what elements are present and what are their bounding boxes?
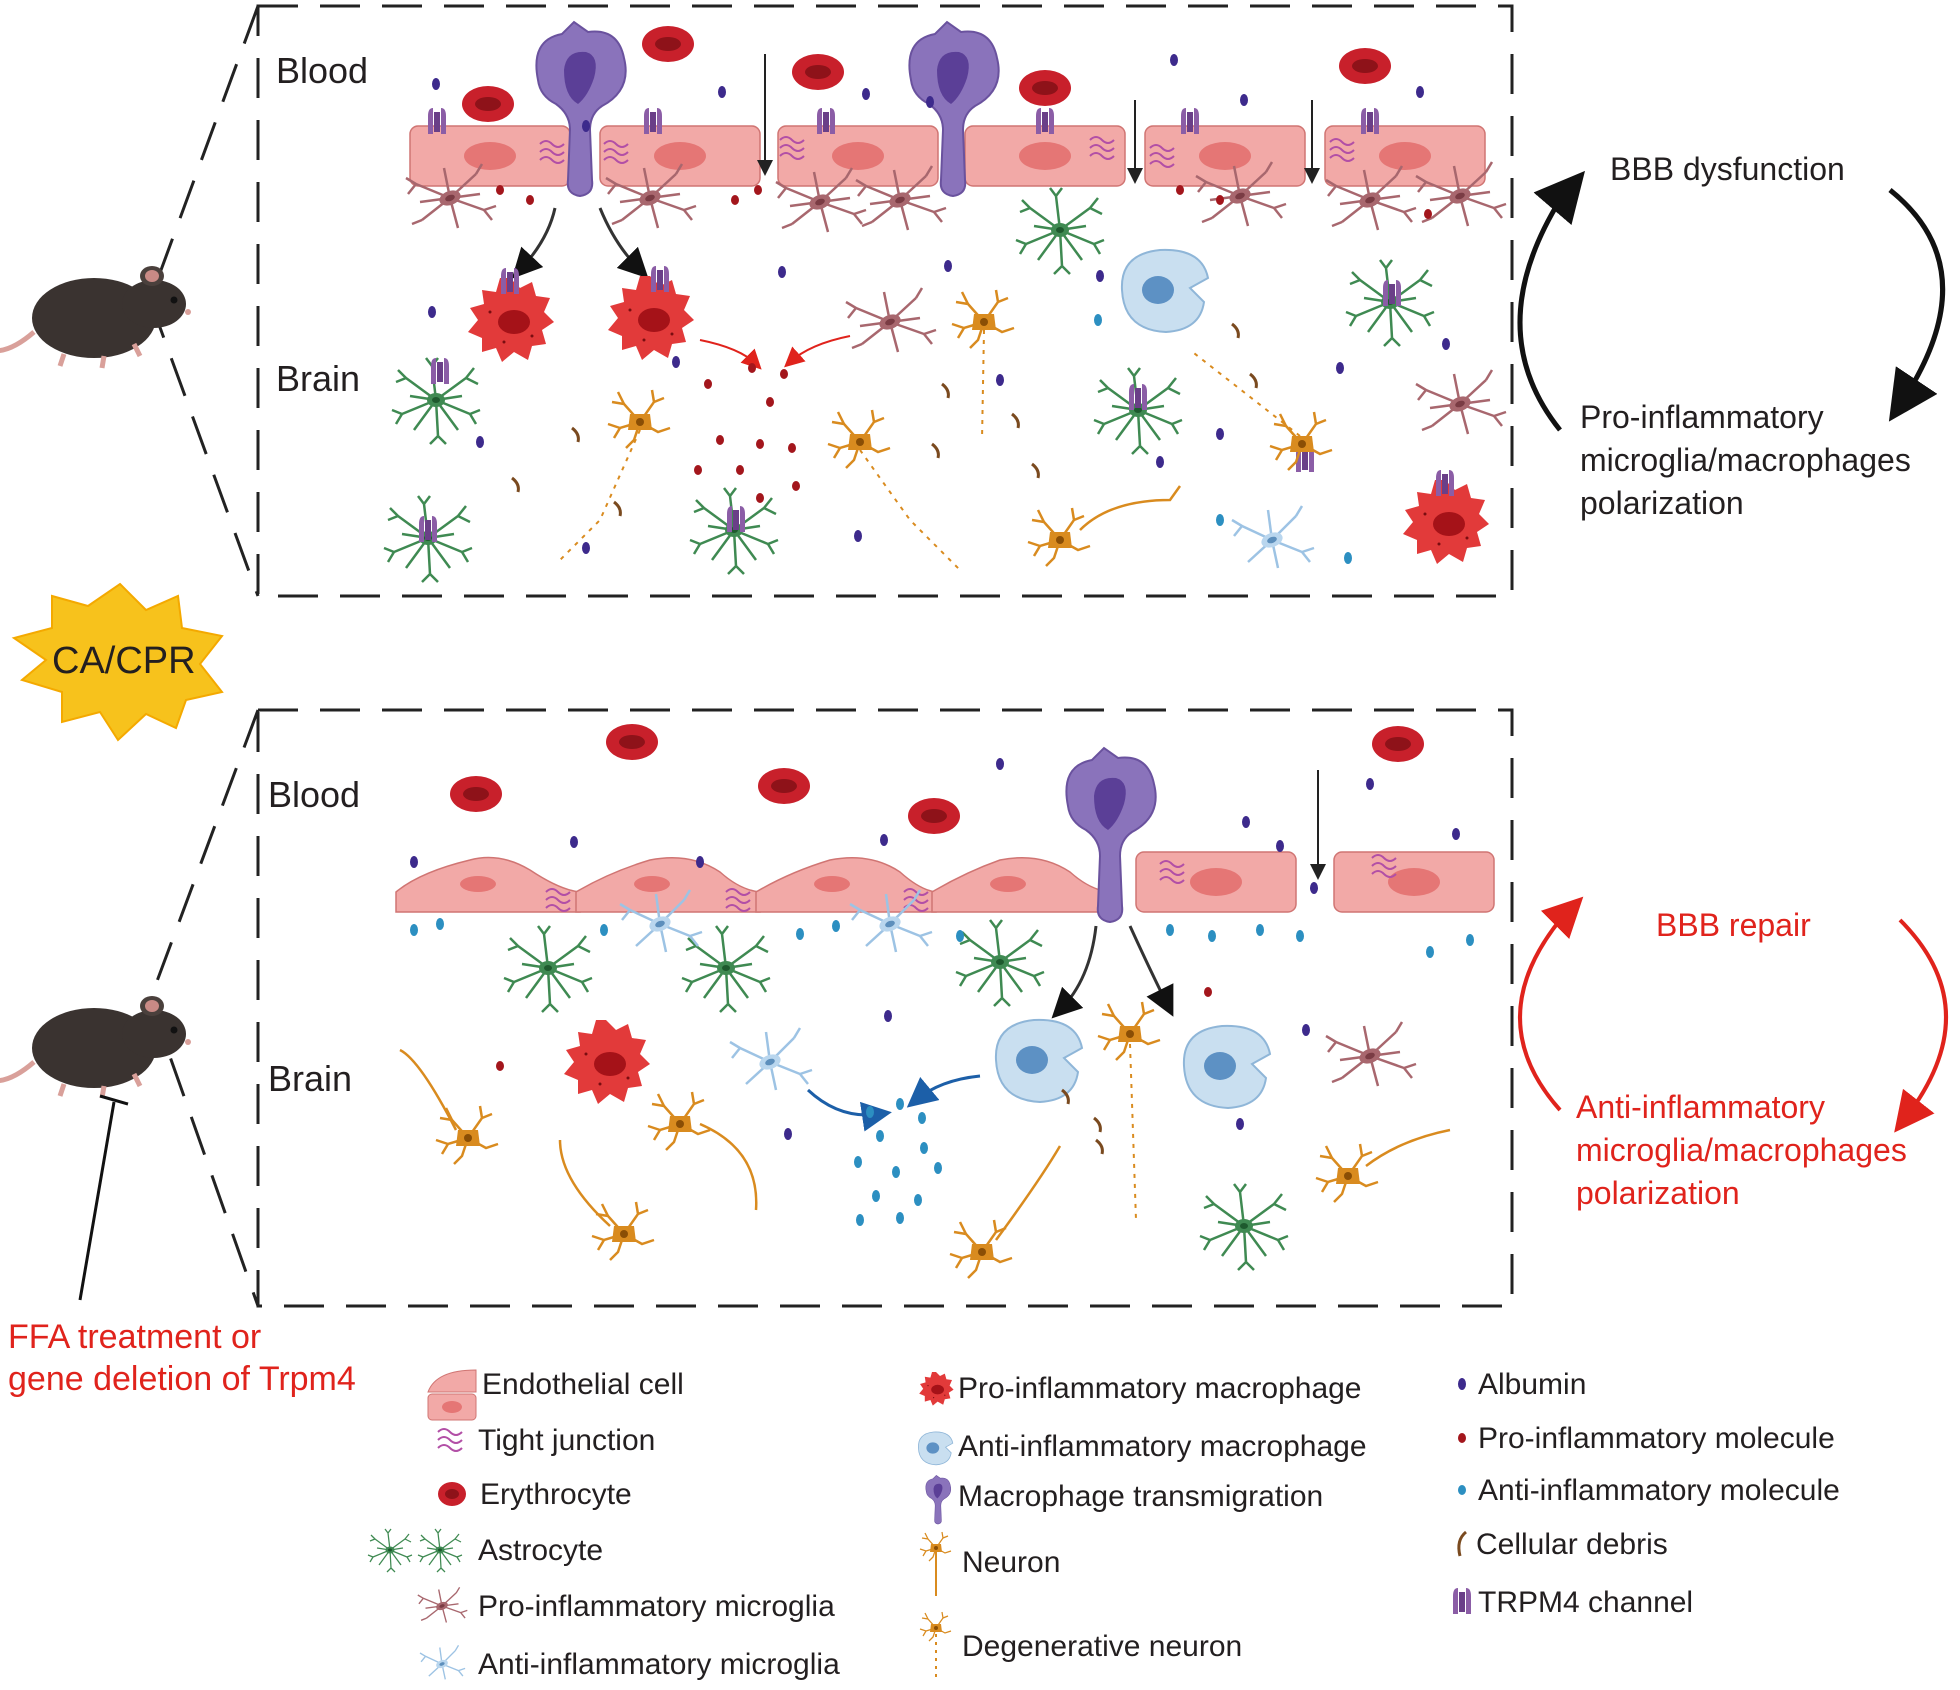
bottom-endothelial-layer xyxy=(395,851,1495,913)
endothelial-cell-icon xyxy=(427,1369,477,1421)
top-zoom-line-lower xyxy=(148,299,260,597)
bottom-cycle-line1: Anti-inflammatory xyxy=(1576,1089,1825,1125)
top-cycle-arrows xyxy=(1517,170,1946,432)
legend-anti-inflammatory-molecule: Anti-inflammatory molecule xyxy=(1478,1474,1840,1507)
intervention-label-line1: FFA treatment or xyxy=(8,1318,262,1356)
legend-erythrocyte: Erythrocyte xyxy=(480,1478,632,1511)
albumin-icon xyxy=(1458,1378,1466,1390)
bottom-panel xyxy=(148,708,1514,1308)
bottom-zoom-line-lower xyxy=(148,999,260,1307)
bottom-anti-macrophage-2 xyxy=(1182,1024,1271,1109)
neuron-icon xyxy=(919,1531,952,1596)
legend-anti-inflammatory-macrophage: Anti-inflammatory macrophage xyxy=(958,1430,1367,1463)
top-cycle-bbb-dysfunction: BBB dysfunction xyxy=(1610,151,1845,187)
top-degenerative-neurons xyxy=(559,288,1334,571)
legend-pro-inflammatory-molecule: Pro-inflammatory molecule xyxy=(1478,1422,1835,1455)
top-zoom-line-upper xyxy=(148,5,260,301)
legend-pro-inflammatory-microglia: Pro-inflammatory microglia xyxy=(478,1590,835,1623)
top-cycle-line1: Pro-inflammatory xyxy=(1580,399,1824,435)
bottom-blood-label: Blood xyxy=(268,774,361,815)
ca-cpr-label: CA/CPR xyxy=(52,640,196,682)
legend-anti-inflammatory-microglia: Anti-inflammatory microglia xyxy=(478,1648,840,1681)
bottom-brain-label: Brain xyxy=(268,1058,353,1099)
top-anti-macrophage xyxy=(1120,248,1209,333)
intervention-label-line2: gene deletion of Trpm4 xyxy=(8,1360,356,1398)
top-blood-label: Blood xyxy=(276,50,369,91)
bottom-neurons xyxy=(399,1000,1451,1280)
erythrocyte-icon xyxy=(438,1482,466,1506)
anti-inflammatory-macrophage-icon xyxy=(917,1431,954,1466)
trpm4-channel-icon xyxy=(1453,1588,1471,1614)
inhibition-line xyxy=(78,1094,129,1301)
bottom-pro-macrophage xyxy=(564,1020,650,1104)
ca-cpr-burst xyxy=(11,582,224,742)
top-cycle-line3: polarization xyxy=(1580,485,1744,521)
anti-inflammatory-microglia-icon xyxy=(419,1644,466,1681)
cellular-debris-icon xyxy=(1457,1530,1468,1557)
top-mouse xyxy=(0,266,191,368)
anti-inflammatory-molecule-icon xyxy=(1458,1485,1466,1495)
bottom-cycle-arrows xyxy=(1518,896,1948,1133)
top-leak-arrows xyxy=(757,54,1320,184)
tight-junction-icon xyxy=(437,1428,463,1452)
top-panel-frame xyxy=(256,4,1514,598)
pro-inflammatory-microglia-icon xyxy=(417,1586,468,1624)
top-brain-label: Brain xyxy=(276,358,361,399)
legend-tight-junction: Tight junction xyxy=(478,1424,656,1457)
macrophage-transmigration-icon xyxy=(925,1475,952,1525)
top-panel xyxy=(148,4,1514,598)
legend-trpm4-channel: TRPM4 channel xyxy=(1478,1586,1694,1619)
bottom-cycle-polarization: Anti-inflammatory microglia/macrophages … xyxy=(1576,1086,1907,1215)
legend-astrocyte: Astrocyte xyxy=(478,1534,604,1567)
legend-pro-inflammatory-macrophage: Pro-inflammatory macrophage xyxy=(958,1372,1362,1405)
astrocyte-icon xyxy=(367,1528,463,1573)
pro-inflammatory-molecule-icon xyxy=(1458,1433,1466,1443)
bottom-cycle-line3: polarization xyxy=(1576,1175,1740,1211)
legend-neuron: Neuron xyxy=(962,1546,1061,1579)
bottom-cycle-bbb-repair: BBB repair xyxy=(1656,907,1811,943)
bottom-mouse xyxy=(0,996,191,1098)
legend-degenerative-neuron: Degenerative neuron xyxy=(962,1630,1243,1663)
legend-endothelial-cell: Endothelial cell xyxy=(482,1368,684,1401)
top-cycle-line2: microglia/macrophages xyxy=(1580,442,1911,478)
bottom-cycle-line2: microglia/macrophages xyxy=(1576,1132,1907,1168)
legend-macrophage-transmigration: Macrophage transmigration xyxy=(958,1480,1324,1513)
top-cycle-polarization: Pro-inflammatory microglia/macrophages p… xyxy=(1580,396,1911,525)
legend-cellular-debris: Cellular debris xyxy=(1476,1528,1668,1561)
legend-icons xyxy=(367,1369,1471,1681)
pro-inflammatory-macrophage-icon xyxy=(919,1372,954,1406)
legend-albumin: Albumin xyxy=(1478,1368,1587,1401)
bottom-zoom-line-upper xyxy=(148,709,260,1001)
bottom-erythrocytes xyxy=(450,724,1424,834)
degenerative-neuron-icon xyxy=(919,1611,952,1680)
bottom-panel-frame xyxy=(256,708,1514,1308)
bottom-anti-macrophage-1 xyxy=(994,1018,1083,1103)
